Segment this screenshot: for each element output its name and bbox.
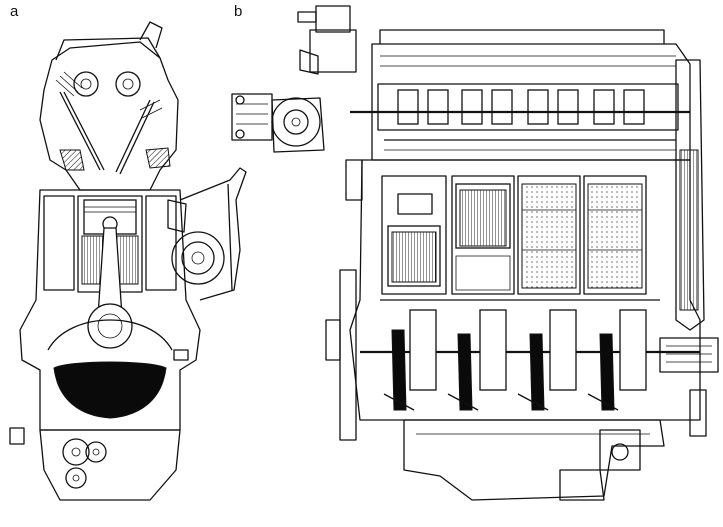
longitudinal-section-view: [231, 5, 719, 501]
crankshaft-counterweight: [53, 361, 167, 419]
intake-valve: [59, 91, 101, 171]
cam-pulley: [271, 97, 321, 147]
ignition-coil: [231, 93, 273, 141]
oil-filler: [139, 21, 163, 49]
oil-pan-longitudinal: [403, 419, 665, 501]
cylinder-bores: [381, 175, 647, 295]
intake-camshaft: [73, 71, 99, 97]
cylinder-head: [39, 41, 179, 191]
valve-cover: [55, 37, 161, 61]
crank-pulley: [659, 337, 719, 373]
oil-pump-gear: [62, 438, 90, 466]
oil-pan: [39, 429, 181, 501]
pistons-row: [387, 183, 643, 291]
exhaust-camshaft: [115, 71, 141, 97]
exhaust-valve: [115, 99, 151, 173]
crankshaft: [360, 299, 700, 411]
crankshaft-journal: [87, 303, 133, 349]
timing-belt-cover: [675, 59, 705, 331]
cross-section-view: [9, 21, 247, 501]
exhaust-manifold: [179, 167, 247, 301]
alternator-pulley: [171, 231, 225, 285]
panel-a-label: a: [10, 3, 19, 20]
oil-drain-plug: [611, 443, 629, 461]
distributor-cap: [315, 5, 351, 33]
panel-b-label: b: [234, 3, 243, 20]
camshaft-lobes: [350, 83, 690, 131]
